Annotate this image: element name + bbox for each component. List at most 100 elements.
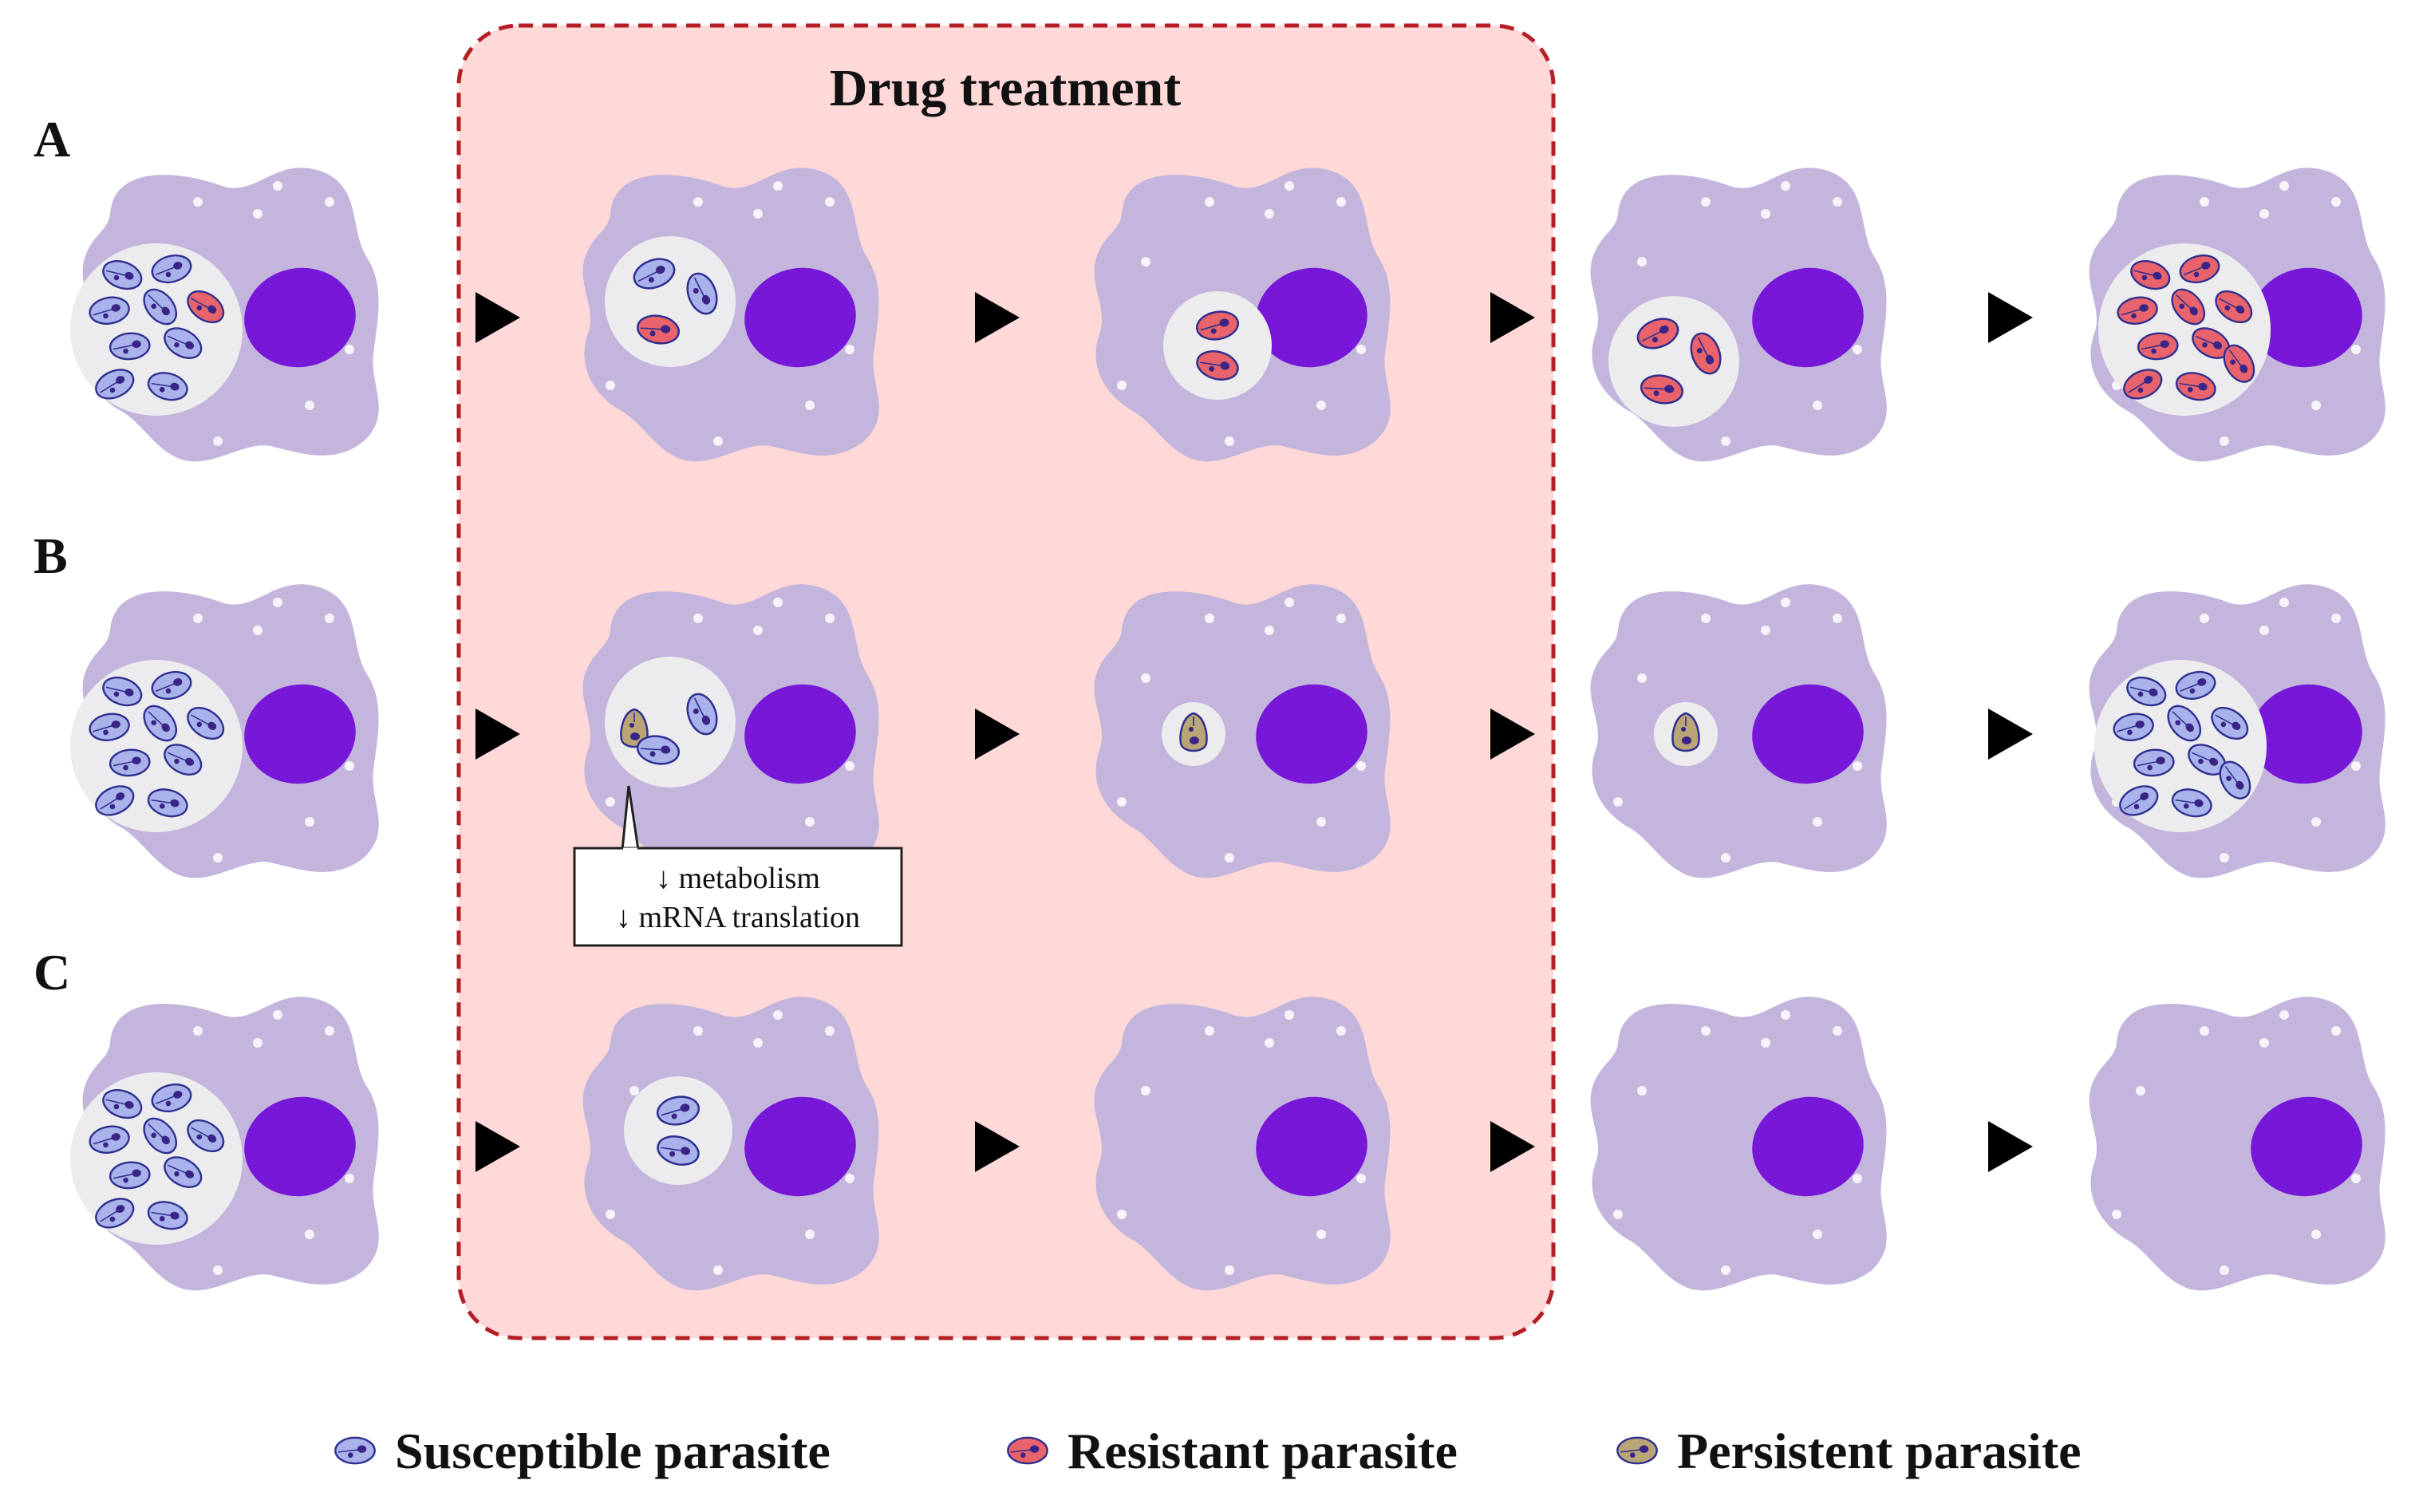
host-cell [2089, 168, 2386, 462]
nucleus [744, 1096, 856, 1197]
granule [273, 1010, 282, 1020]
granule [193, 614, 203, 623]
granule [845, 345, 854, 354]
granule [193, 197, 203, 207]
granule [2259, 626, 2269, 635]
nucleus [1752, 267, 1864, 368]
resistant-parasite [1195, 310, 1240, 341]
granule [1285, 181, 1294, 191]
granule [753, 209, 763, 219]
susceptible-parasite-icon [334, 1436, 376, 1465]
granule [1336, 614, 1346, 623]
granule [2200, 1026, 2209, 1036]
resistant-parasite [2215, 290, 2253, 324]
granule [253, 209, 262, 219]
arrows-layer [476, 292, 2033, 1172]
resistant-parasite [2223, 344, 2255, 383]
susceptible-parasite [147, 1201, 188, 1230]
granule [1701, 197, 1711, 207]
host-cell [70, 584, 379, 878]
granule [1853, 345, 1862, 354]
granule [1225, 853, 1234, 863]
susceptible-parasite [2219, 760, 2251, 799]
susceptible-parasite [143, 705, 178, 742]
host-cell [2089, 584, 2386, 878]
granule [1853, 761, 1862, 771]
granule [273, 181, 282, 191]
susceptible-parasite [109, 332, 151, 361]
granule [1205, 197, 1214, 207]
granule [2351, 1174, 2361, 1183]
host-cell [70, 168, 379, 462]
susceptible-parasite [147, 788, 188, 818]
persistent-parasite [1671, 712, 1700, 752]
host-cell [70, 997, 379, 1291]
granule [1761, 1038, 1770, 1048]
host-cell [2089, 997, 2386, 1291]
granule [345, 1174, 354, 1183]
row-label-b: B [34, 527, 68, 584]
resistant-parasite [2175, 372, 2216, 401]
susceptible-parasite [95, 369, 135, 400]
granule [1316, 401, 1326, 410]
granule [825, 1026, 835, 1036]
nucleus [2251, 1096, 2362, 1197]
granule [1141, 673, 1150, 683]
susceptible-parasite [686, 693, 718, 736]
legend-label-resistant: Resistant parasite [1067, 1423, 1458, 1479]
nucleus [1752, 1096, 1864, 1197]
susceptible-parasite [2126, 677, 2167, 707]
granule [1316, 817, 1326, 827]
granule [1701, 614, 1711, 623]
granule [1117, 797, 1127, 807]
persistent-parasite-icon [1616, 1436, 1658, 1465]
granule [325, 197, 334, 207]
granule [773, 1010, 783, 1020]
granule [213, 436, 223, 446]
granule [1781, 1010, 1790, 1020]
susceptible-parasite [102, 260, 143, 290]
drug-treatment-title: Drug treatment [830, 59, 1181, 117]
legend-label-susceptible: Susceptible parasite [395, 1423, 831, 1479]
granule [606, 381, 615, 390]
granule [1833, 1026, 1842, 1036]
granule [606, 1210, 615, 1219]
granule [606, 797, 615, 807]
susceptible-parasite [187, 706, 225, 740]
persistent-parasite [1616, 1436, 1658, 1465]
granule [1781, 181, 1790, 191]
granule [305, 401, 314, 410]
granule [2220, 1265, 2229, 1275]
granule [693, 197, 703, 207]
progression-arrow-icon [476, 1121, 520, 1172]
granule [2200, 614, 2209, 623]
granule [1336, 1026, 1346, 1036]
granule [1285, 1010, 1294, 1020]
granule [1356, 1174, 1366, 1183]
resistant-parasite [2117, 296, 2158, 325]
granule [1613, 1210, 1623, 1219]
granule [773, 181, 783, 191]
granule [2351, 345, 2361, 354]
parasitophorous-vacuole [624, 1076, 732, 1185]
granule [345, 761, 354, 771]
granule [1833, 614, 1842, 623]
granule [1117, 1210, 1127, 1219]
granule [2331, 614, 2341, 623]
susceptible-parasite [109, 748, 151, 777]
granule [1265, 626, 1274, 635]
nucleus [2251, 267, 2362, 368]
persistent-parasite [620, 708, 649, 748]
callout-box [573, 847, 903, 947]
granule [1637, 1086, 1647, 1096]
resistant-parasite-icon [1007, 1436, 1048, 1465]
granule [1637, 257, 1647, 266]
susceptible-parasite [102, 1089, 143, 1119]
resistant-parasite [1196, 350, 1239, 381]
susceptible-parasite [2171, 788, 2212, 818]
row-label-c: C [34, 944, 70, 1001]
host-cell [1094, 168, 1391, 462]
granule [2331, 1026, 2341, 1036]
granule [713, 1265, 723, 1275]
granule [2220, 853, 2229, 863]
